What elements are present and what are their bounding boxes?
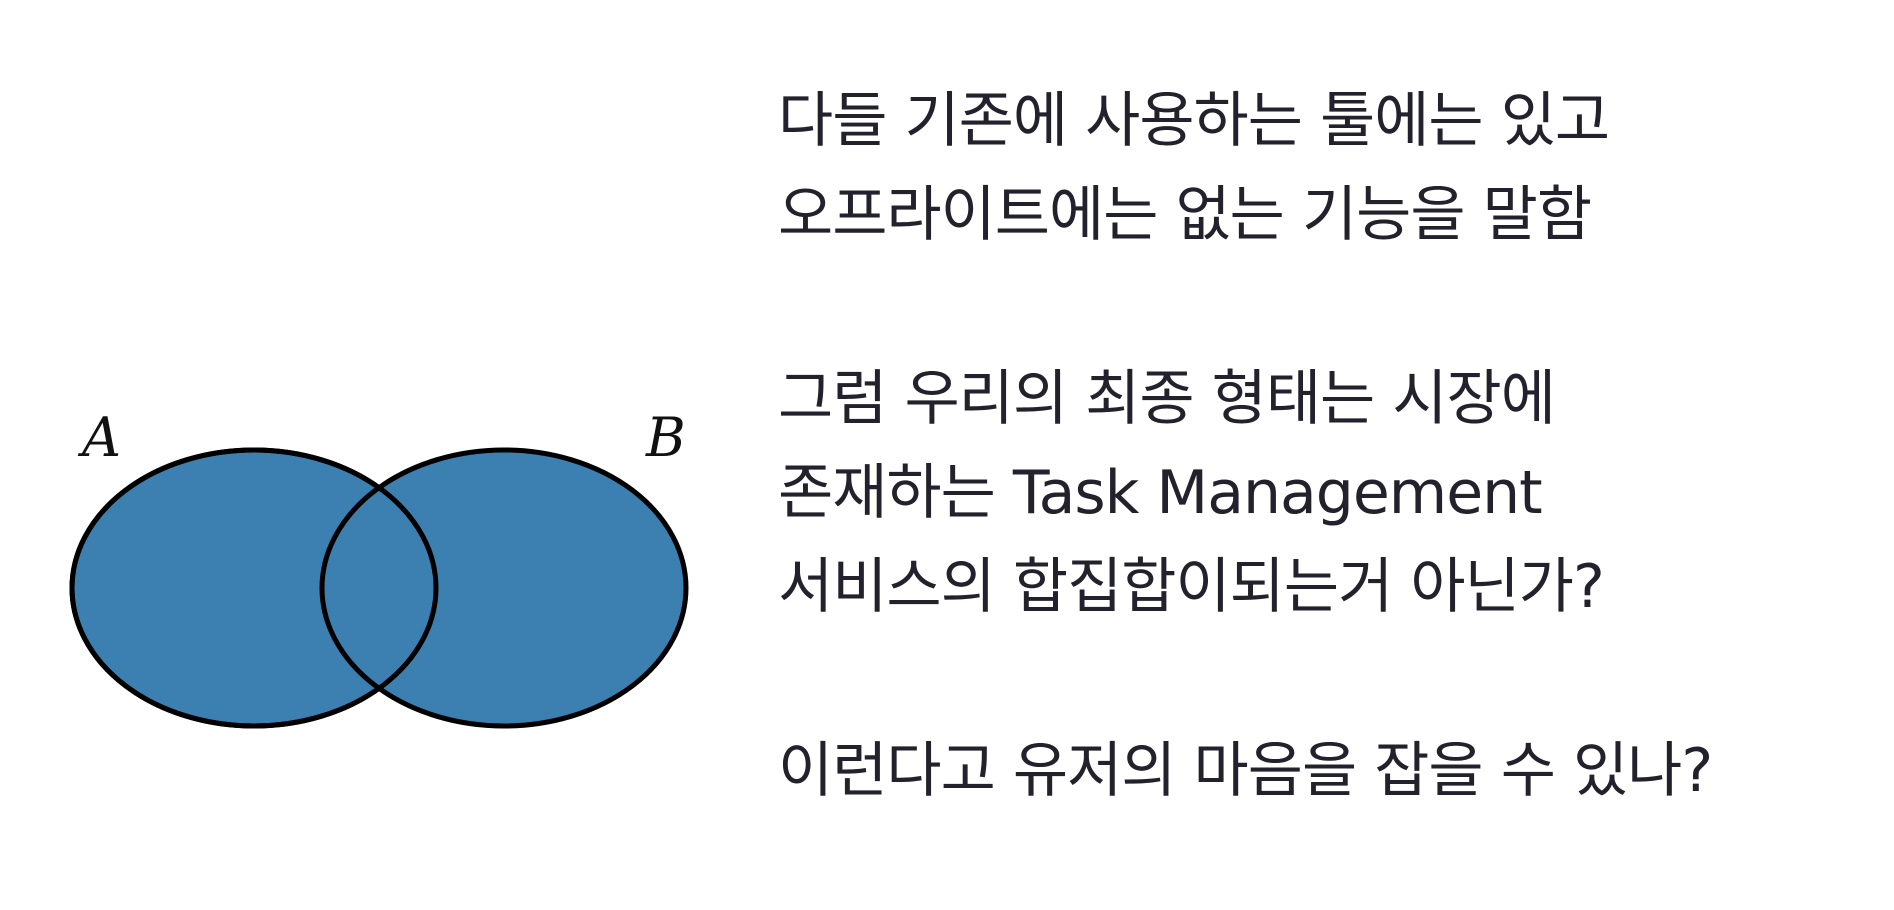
text-line: 존재하는 Task Management bbox=[778, 458, 1543, 528]
paragraph-existing-tools: 다들 기존에 사용하는 툴에는 있고 오프라이트에는 없는 기능을 말함 bbox=[778, 74, 1858, 262]
text-column: 다들 기존에 사용하는 툴에는 있고 오프라이트에는 없는 기능을 말함 그럼 … bbox=[778, 74, 1858, 818]
text-line: 그럼 우리의 최종 형태는 시장에 bbox=[778, 364, 1556, 434]
venn-diagram: A B bbox=[69, 406, 689, 729]
set-a-label: A bbox=[77, 406, 121, 469]
set-a-outline bbox=[69, 447, 439, 729]
text-line: 오프라이트에는 없는 기능을 말함 bbox=[778, 180, 1592, 250]
text-line: 서비스의 합집합이되는거 아닌가? bbox=[778, 552, 1605, 622]
paragraph-user-question: 이런다고 유저의 마음을 잡을 수 있나? bbox=[778, 724, 1858, 818]
text-line: 이런다고 유저의 마음을 잡을 수 있나? bbox=[778, 736, 1713, 806]
set-b-label: B bbox=[645, 406, 686, 469]
set-b-ellipse bbox=[319, 447, 689, 729]
text-line: 다들 기존에 사용하는 툴에는 있고 bbox=[778, 86, 1610, 156]
paragraph-union-question: 그럼 우리의 최종 형태는 시장에 존재하는 Task Management 서… bbox=[778, 352, 1858, 634]
